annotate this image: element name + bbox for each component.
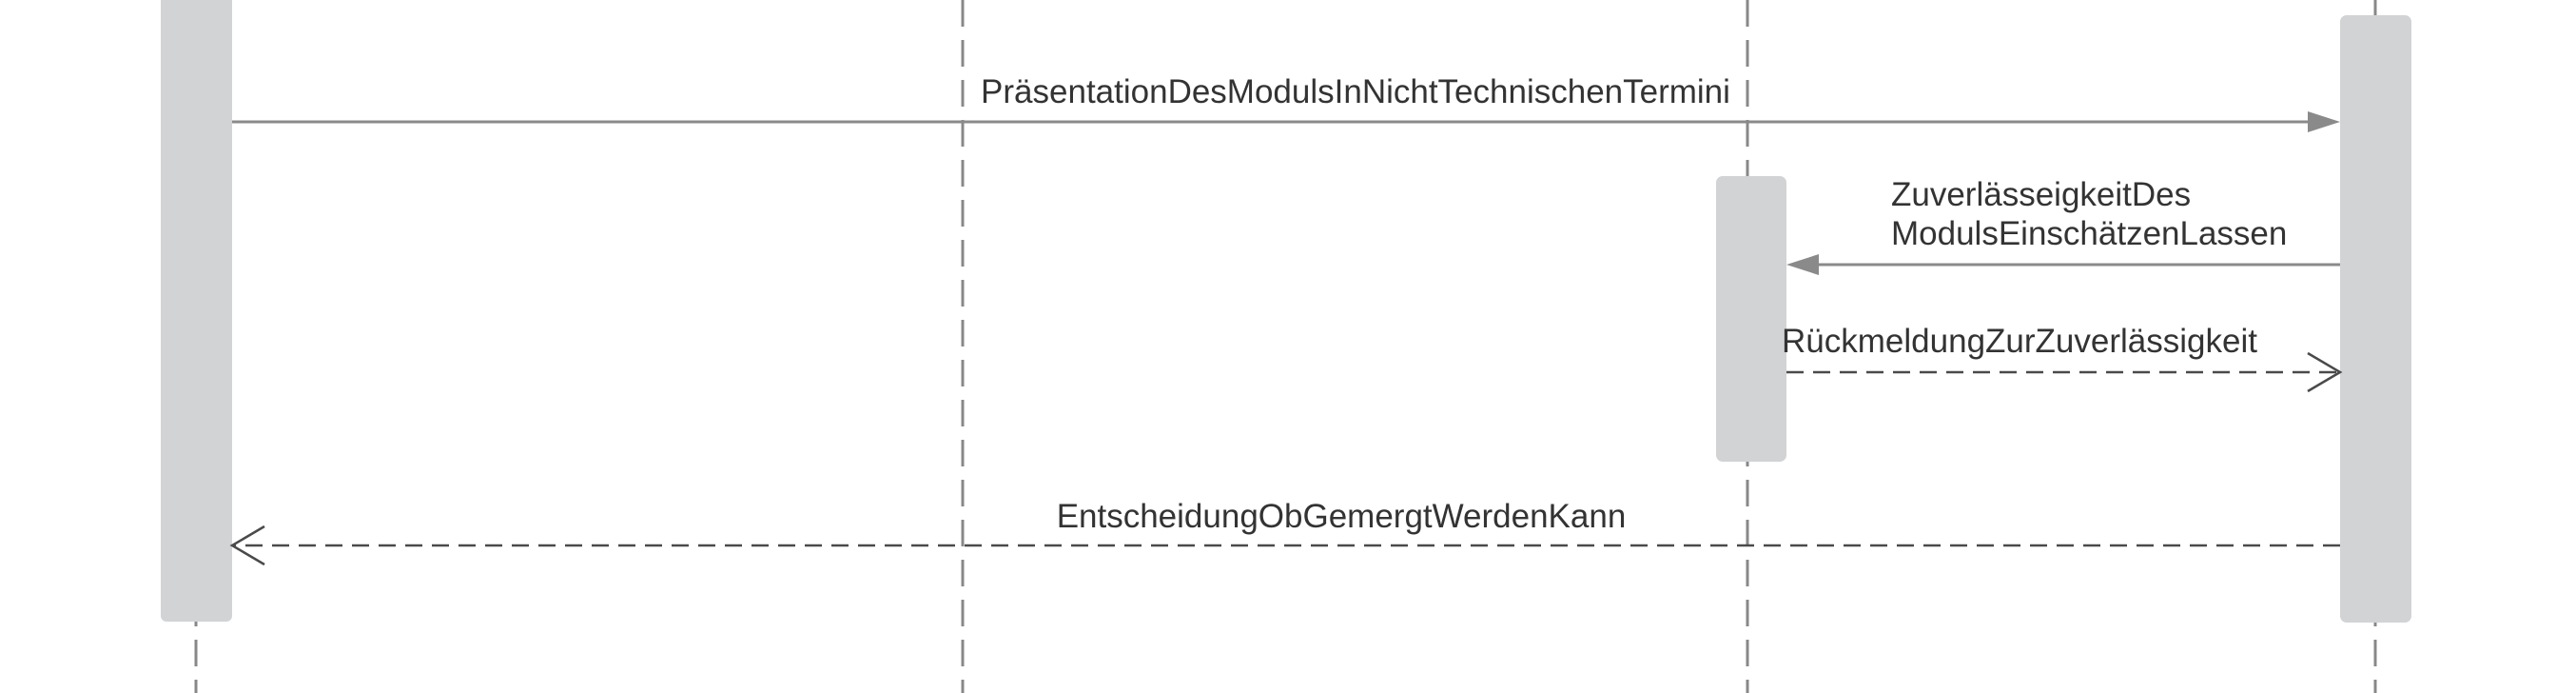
message-3: RückmeldungZurZuverlässigkeit [1782, 323, 2343, 393]
message-4-arrowhead [229, 525, 265, 566]
message-4-label: EntscheidungObGemergtWerdenKann [1057, 498, 1627, 535]
message-4: EntscheidungObGemergtWerdenKann [229, 498, 2340, 566]
message-3-arrowhead [2307, 351, 2343, 393]
message-1-label: PräsentationDesModulsInNichtTechnischenT… [981, 73, 1730, 110]
message-2-arrowhead [1786, 254, 1819, 275]
message-2-label-line-2: ModulsEinschätzenLassen [1891, 215, 2287, 252]
message-3-label: RückmeldungZurZuverlässigkeit [1782, 323, 2257, 360]
message-2-label-line-1: ZuverlässeigkeitDes [1891, 176, 2191, 213]
message-2: ZuverlässeigkeitDes ModulsEinschätzenLas… [1786, 176, 2340, 275]
activation-bars [161, 0, 2411, 623]
activation-bar-4 [2340, 15, 2411, 623]
activation-bar-3 [1716, 176, 1786, 462]
activation-bar-1 [161, 0, 232, 622]
message-1-arrowhead [2308, 111, 2340, 132]
message-1: PräsentationDesModulsInNichtTechnischenT… [232, 73, 2340, 132]
message-2-label: ZuverlässeigkeitDes ModulsEinschätzenLas… [1891, 176, 2287, 252]
